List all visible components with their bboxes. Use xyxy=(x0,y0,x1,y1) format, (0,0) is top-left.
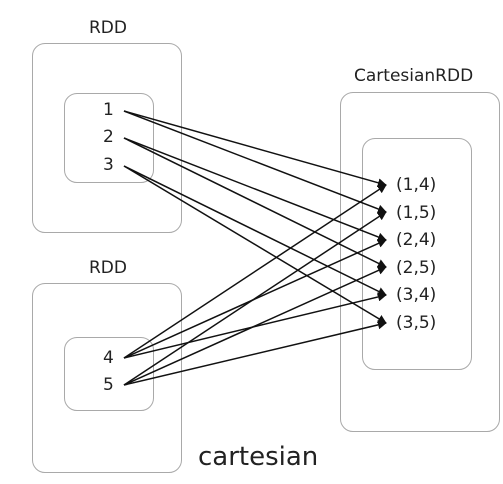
edge-1-to-1-4 xyxy=(123,110,387,188)
operation-label: cartesian xyxy=(198,442,319,472)
rdd-bottom-outer-box xyxy=(32,283,182,473)
rdd-bottom-item-4: 4 xyxy=(103,348,114,368)
cartesian-item-1-4: (1,4) xyxy=(396,175,437,195)
edge-4-to-1-4 xyxy=(123,184,387,359)
edge-5-to-1-5 xyxy=(123,211,387,386)
rdd-top-label: RDD xyxy=(89,18,127,38)
edge-2-to-2-4 xyxy=(123,137,387,242)
rdd-bottom-partition-box xyxy=(64,337,154,411)
edge-3-to-3-4 xyxy=(123,165,387,296)
cartesian-item-3-4: (3,4) xyxy=(396,285,437,305)
edge-2-to-2-5 xyxy=(123,137,387,268)
cartesian-item-1-5: (1,5) xyxy=(396,203,437,223)
cartesian-item-2-5: (2,5) xyxy=(396,258,437,278)
edge-3-to-3-5 xyxy=(123,165,387,324)
cartesian-item-3-5: (3,5) xyxy=(396,313,437,333)
cartesian-rdd-label: CartesianRDD xyxy=(354,66,474,86)
edge-5-to-3-5 xyxy=(123,320,387,386)
cartesian-item-2-4: (2,4) xyxy=(396,230,437,250)
rdd-bottom-label: RDD xyxy=(89,258,127,278)
edge-1-to-1-5 xyxy=(123,110,387,214)
rdd-top-partition-box xyxy=(64,93,154,183)
rdd-bottom-item-5: 5 xyxy=(103,375,114,395)
cartesian-rdd-outer-box xyxy=(340,92,500,432)
rdd-top-item-1: 1 xyxy=(103,100,114,120)
rdd-top-item-3: 3 xyxy=(103,155,114,175)
edge-5-to-2-5 xyxy=(123,266,387,386)
cartesian-rdd-partition-box xyxy=(362,138,472,370)
rdd-top-item-2: 2 xyxy=(103,127,114,147)
rdd-top-outer-box xyxy=(32,43,182,233)
